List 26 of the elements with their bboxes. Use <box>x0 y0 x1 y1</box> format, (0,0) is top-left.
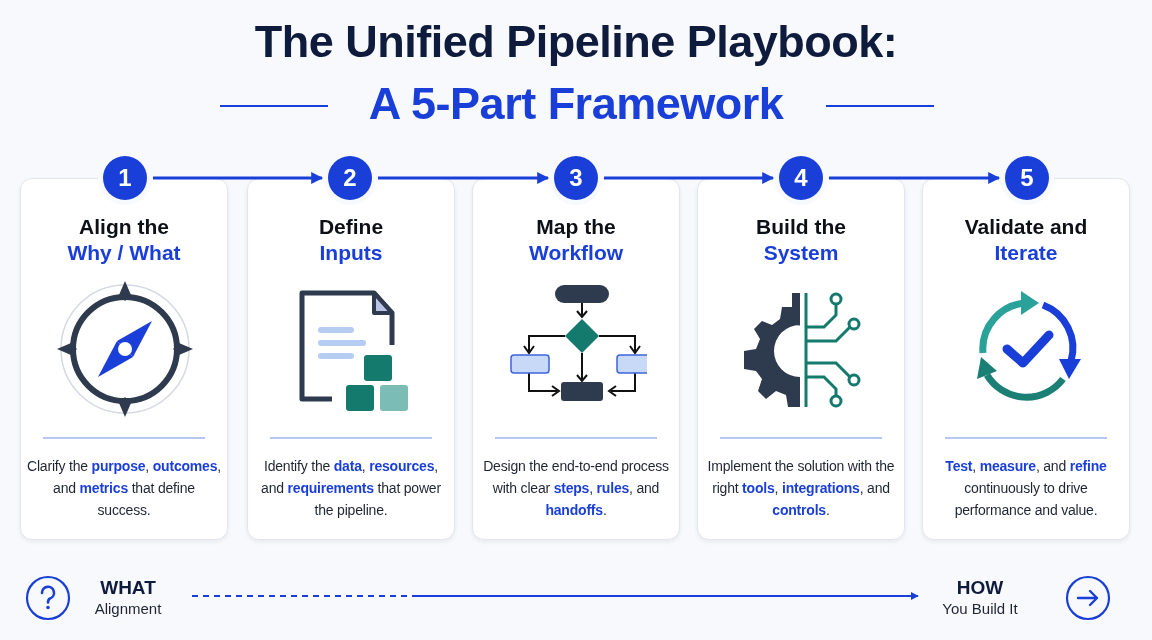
arrow <box>378 172 550 184</box>
card-heading: Workflow <box>527 241 625 265</box>
label-subtext: Alignment <box>93 600 163 617</box>
card-heading: Map the <box>535 215 617 239</box>
card-heading: Align the <box>78 215 170 239</box>
card-heading: Validate and <box>963 215 1089 239</box>
card-heading: Why / What <box>66 241 182 265</box>
card-description: Clarify the purpose, outcomes, and metrics that define success. <box>26 457 222 520</box>
label-subtext: You Build It <box>941 600 1019 617</box>
card-heading: System <box>762 241 840 265</box>
subtitle: A 5-Part Framework <box>368 78 784 130</box>
label-heading: WHAT <box>99 577 157 599</box>
arrow <box>829 172 1001 184</box>
arrow <box>153 172 324 184</box>
card-heading: Inputs <box>318 241 384 265</box>
card-description: Implement the solution with the right tools, integrations, and controls. <box>706 457 896 520</box>
arrow <box>191 592 919 600</box>
card-heading: Define <box>317 215 385 239</box>
card-description: Identify the data, resources, and requirements that power the pipeline. <box>260 457 442 520</box>
arrow <box>604 172 775 184</box>
label-heading: HOW <box>955 577 1005 599</box>
card-description: Test, measure, and refine continuously to drive performance and value. <box>944 457 1108 520</box>
card-heading: Build the <box>755 215 847 239</box>
card-heading: Iterate <box>993 241 1059 265</box>
title: The Unified Pipeline Playbook: <box>253 16 899 68</box>
card-description: Design the end-to-end process with clear steps, rules, and handoffs. <box>482 457 670 520</box>
